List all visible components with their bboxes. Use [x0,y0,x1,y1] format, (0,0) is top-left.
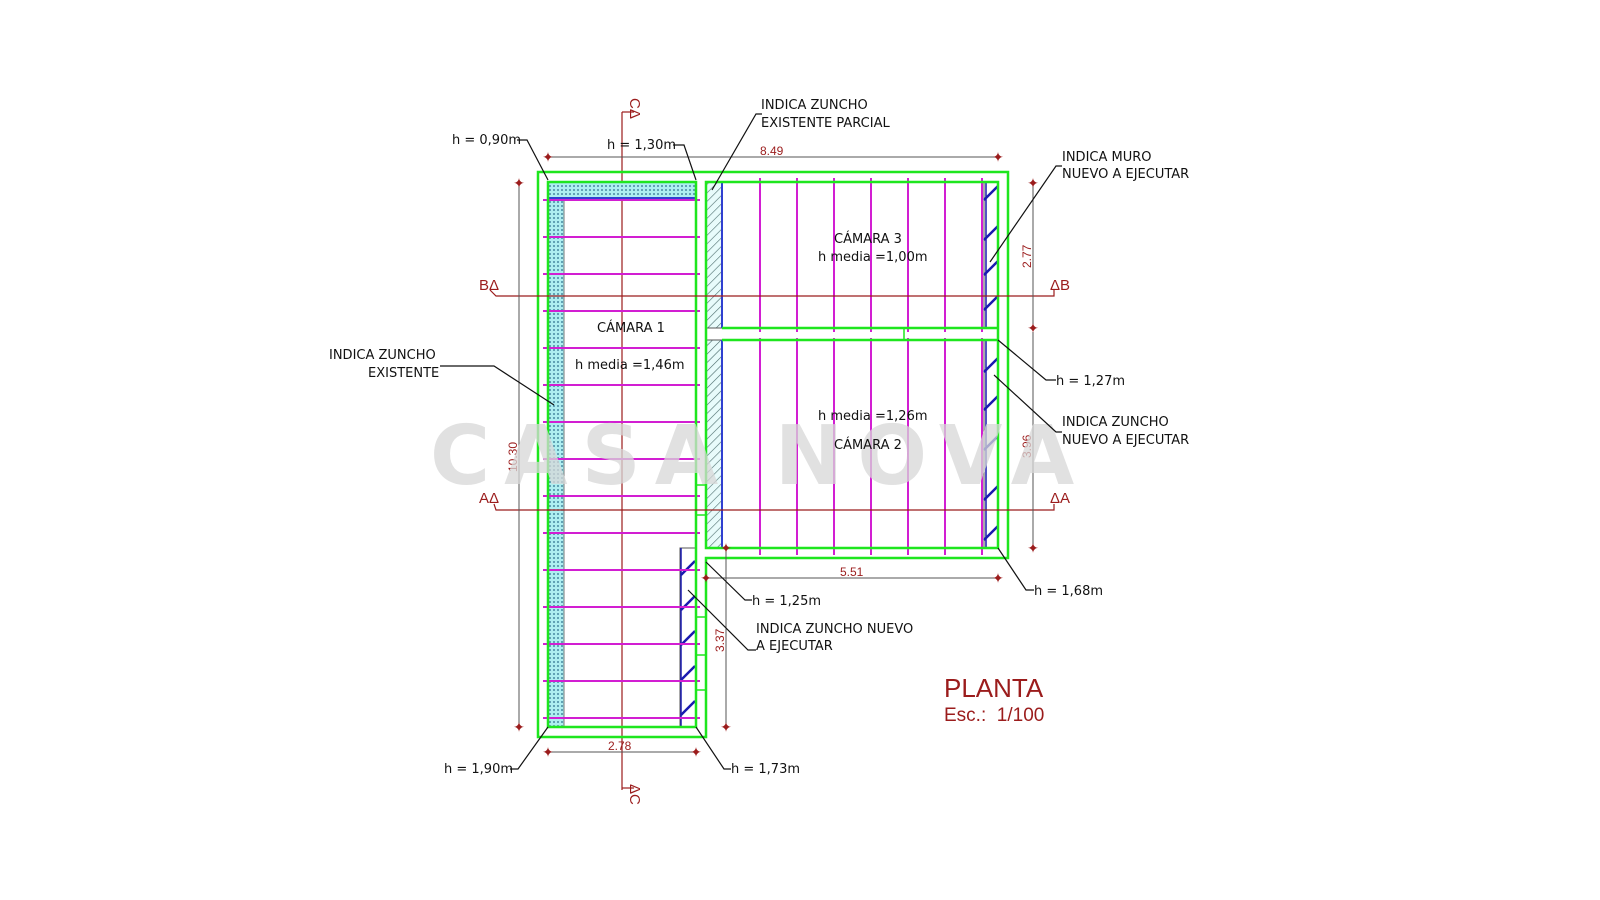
note-zuncho-nuevo-bottom-line1: INDICA ZUNCHO NUEVO [756,622,913,637]
dim-right-upper: 2.77 [1020,244,1034,268]
dim-top: 8.49 [760,144,784,158]
dim-left: 10.30 [506,442,520,472]
note-muro-nuevo-line2: NUEVO A EJECUTAR [1062,167,1189,182]
section-b-left-label: BΔ [479,277,499,294]
height-callout: h = 1,68m [1034,584,1103,599]
camara-2-name: CÁMARA 2 [834,437,902,453]
dim-bottom: 2.78 [608,739,632,753]
note-zuncho-parcial-line2: EXISTENTE PARCIAL [761,116,890,131]
note-zuncho-existente-line2: EXISTENTE [368,366,439,381]
height-callouts: h = 0,90m h = 1,30m h = 1,27m h = 1,68m … [444,133,1125,777]
section-b-right-label: ΔB [1050,277,1070,294]
partial-zuncho-upper [705,181,723,329]
camara-3-name: CÁMARA 3 [834,231,902,247]
svg-text:✦: ✦ [1027,176,1039,192]
svg-text:✦: ✦ [720,541,732,557]
section-c-top-label: CΔ [626,98,643,119]
joists-camara-1 [543,199,700,719]
existing-zuncho-top [547,181,697,199]
svg-text:✦: ✦ [690,745,702,761]
height-callout: h = 1,90m [444,762,513,777]
svg-text:✦: ✦ [700,571,712,587]
camara-1-name: CÁMARA 1 [597,320,665,336]
section-a-left-label: AΔ [479,490,499,507]
svg-text:✦: ✦ [513,720,525,736]
height-callout: h = 1,25m [752,594,821,609]
svg-text:✦: ✦ [513,176,525,192]
note-zuncho-nuevo-right-line1: INDICA ZUNCHO [1062,415,1169,430]
notes: INDICA ZUNCHO EXISTENTE PARCIAL INDICA M… [329,98,1189,654]
height-callout: h = 0,90m [452,133,521,148]
svg-text:✦: ✦ [992,150,1004,166]
note-zuncho-nuevo-bottom-line2: A EJECUTAR [756,639,833,654]
note-zuncho-nuevo-right-line2: NUEVO A EJECUTAR [1062,433,1189,448]
svg-text:✦: ✦ [992,571,1004,587]
camara-3-height: h media =1,00m [818,250,928,265]
note-muro-nuevo-line1: INDICA MURO [1062,150,1152,165]
section-line-c: CΔ ΔC [621,98,643,805]
dim-inner-vertical: 3.37 [713,628,727,652]
camara-1-height: h media =1,46m [575,358,685,373]
section-line-b: BΔ ΔB [479,277,1070,297]
section-c-bottom-label: ΔC [626,784,643,805]
new-zuncho-bottom [679,547,697,728]
plan-title: PLANTA [944,673,1044,703]
section-line-a: AΔ ΔA [479,490,1070,511]
section-a-right-label: ΔA [1050,490,1070,507]
svg-text:✦: ✦ [720,720,732,736]
joists-camaras-2-3 [759,178,983,555]
svg-text:✦: ✦ [1027,541,1039,557]
dim-right-lower: 3.96 [1020,434,1034,458]
note-zuncho-existente-line1: INDICA ZUNCHO [329,348,436,363]
dimensions: 8.49 10.30 2.77 3.96 5.51 3.37 2.78 ✦ ✦ ✦… [506,144,1039,761]
camara-2-height: h media =1,26m [818,409,928,424]
height-callout: h = 1,73m [731,762,800,777]
height-callout: h = 1,27m [1056,374,1125,389]
dim-middle: 5.51 [840,565,864,579]
watermark-logo: CASA NOVA [430,409,1088,504]
height-callout: h = 1,30m [607,138,676,153]
svg-text:✦: ✦ [542,745,554,761]
svg-text:✦: ✦ [542,150,554,166]
svg-text:✦: ✦ [1027,321,1039,337]
note-zuncho-parcial-line1: INDICA ZUNCHO [761,98,868,113]
plan-scale: Esc.: 1/100 [944,705,1044,726]
